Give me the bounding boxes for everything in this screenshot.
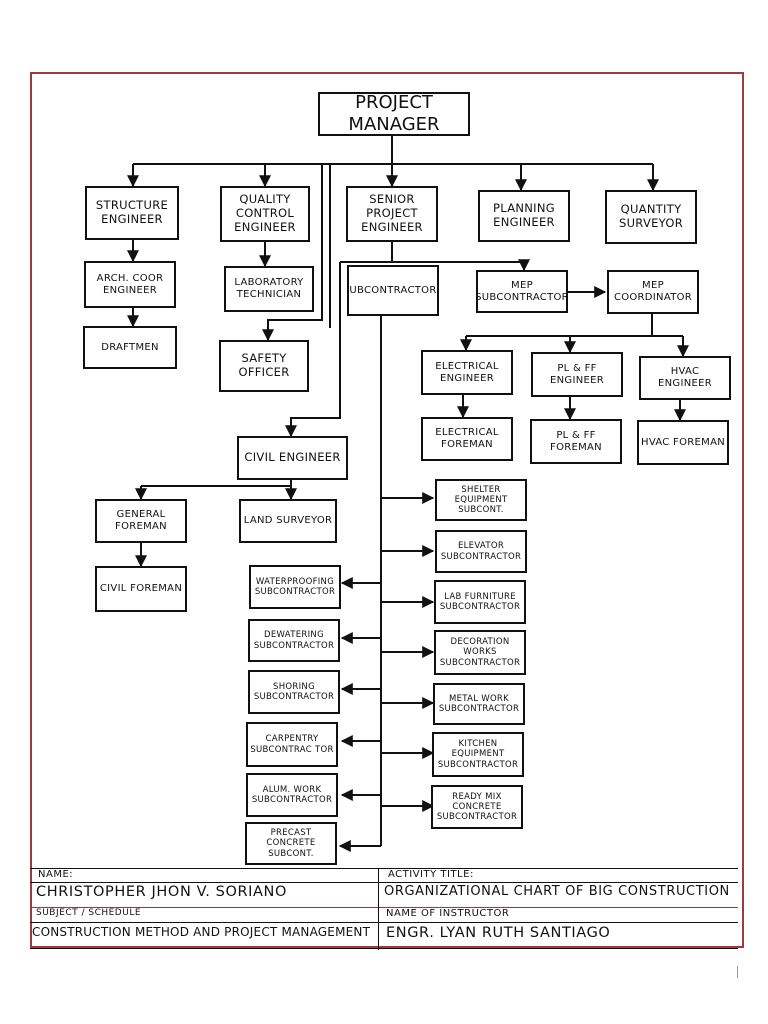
- node-carpentry-subcontractor: CARPENTRY SUBCONTRAC TOR: [246, 722, 338, 767]
- node-metal-work-subcontractor: METAL WORK SUBCONTRACTOR: [433, 683, 525, 725]
- node-decoration-works-subcontractor: DECORATION WORKS SUBCONTRACTOR: [434, 630, 526, 675]
- instructor-label: NAME OF INSTRUCTOR: [386, 908, 510, 919]
- node-electrical-engineer: ELECTRICAL ENGINEER: [421, 350, 513, 395]
- node-quality-control-engineer: QUALITY CONTROL ENGINEER: [220, 186, 310, 242]
- node-structure-engineer: STRUCTURE ENGINEER: [85, 186, 179, 240]
- node-elevator-subcontractor: ELEVATOR SUBCONTRACTOR: [435, 530, 527, 573]
- name-value: CHRISTOPHER JHON V. SORIANO: [36, 884, 288, 900]
- title-block-rule: [30, 882, 738, 883]
- node-quantity-surveyor: QUANTITY SURVEYOR: [605, 190, 697, 244]
- node-shoring-subcontractor: SHORING SUBCONTRACTOR: [248, 670, 340, 714]
- title-block: NAME: CHRISTOPHER JHON V. SORIANO ACTIVI…: [30, 868, 738, 950]
- title-block-rule: [30, 948, 738, 949]
- node-ready-mix-concrete-subcontractor: READY MIX CONCRETE SUBCONTRACTOR: [431, 785, 523, 829]
- node-subcontractors: SUBCONTRACTORS: [347, 265, 439, 316]
- node-laboratory-technician: LABORATORY TECHNICIAN: [224, 266, 314, 312]
- subject-schedule-value: CONSTRUCTION METHOD AND PROJECT MANAGEME…: [32, 925, 371, 939]
- title-block-rule: [30, 922, 738, 923]
- name-label: NAME:: [38, 869, 74, 880]
- title-block-rule: [30, 907, 738, 908]
- node-arch-coor-engineer: ARCH. COOR ENGINEER: [84, 261, 176, 308]
- node-pl-ff-foreman: PL & FF FOREMAN: [530, 419, 622, 464]
- node-mep-subcontractor: MEP SUBCONTRACTOR: [476, 270, 568, 313]
- node-land-surveyor: LAND SURVEYOR: [239, 499, 337, 543]
- title-block-divider: [378, 868, 379, 950]
- node-civil-engineer: CIVIL ENGINEER: [237, 436, 348, 480]
- node-hvac-foreman: HVAC FOREMAN: [637, 420, 729, 465]
- node-shelter-equipment-subcontractor: SHELTER EQUIPMENT SUBCONT.: [435, 479, 527, 521]
- node-project-manager: PROJECT MANAGER: [318, 92, 470, 136]
- subject-schedule-label: SUBJECT / SCHEDULE: [36, 908, 142, 918]
- node-senior-project-engineer: SENIOR PROJECT ENGINEER: [346, 186, 438, 242]
- corner-tick: [737, 966, 738, 978]
- node-mep-coordinator: MEP COORDINATOR: [607, 270, 699, 314]
- node-civil-foreman: CIVIL FOREMAN: [95, 566, 187, 612]
- instructor-value: ENGR. LYAN RUTH SANTIAGO: [386, 925, 611, 941]
- node-precast-concrete-subcontractor: PRECAST CONCRETE SUBCONT.: [245, 822, 337, 865]
- node-hvac-engineer: HVAC ENGINEER: [639, 356, 731, 400]
- title-block-rule: [30, 868, 738, 869]
- node-safety-officer: SAFETY OFFICER: [219, 340, 309, 392]
- node-draftmen: DRAFTMEN: [83, 326, 177, 369]
- node-general-foreman: GENERAL FOREMAN: [95, 499, 187, 543]
- drawing-border: [30, 72, 744, 948]
- activity-title-label: ACTIVITY TITLE:: [388, 869, 474, 880]
- node-waterproofing-subcontractor: WATERPROOFING SUBCONTRACTOR: [249, 565, 341, 609]
- node-alum-work-subcontractor: ALUM. WORK SUBCONTRACTOR: [246, 773, 338, 817]
- node-dewatering-subcontractor: DEWATERING SUBCONTRACTOR: [248, 619, 340, 662]
- node-electrical-foreman: ELECTRICAL FOREMAN: [421, 417, 513, 461]
- node-planning-engineer: PLANNING ENGINEER: [478, 190, 570, 242]
- node-pl-ff-engineer: PL & FF ENGINEER: [531, 352, 623, 397]
- edge-senior-civil: [285, 262, 341, 438]
- node-kitchen-equipment-subcontractor: KITCHEN EQUIPMENT SUBCONTRACTOR: [432, 732, 524, 777]
- activity-title-value: ORGANIZATIONAL CHART OF BIG CONSTRUCTION: [384, 884, 730, 899]
- node-lab-furniture-subcontractor: LAB FURNITURE SUBCONTRACTOR: [434, 580, 526, 624]
- edge-pm-safety-a: [262, 164, 323, 342]
